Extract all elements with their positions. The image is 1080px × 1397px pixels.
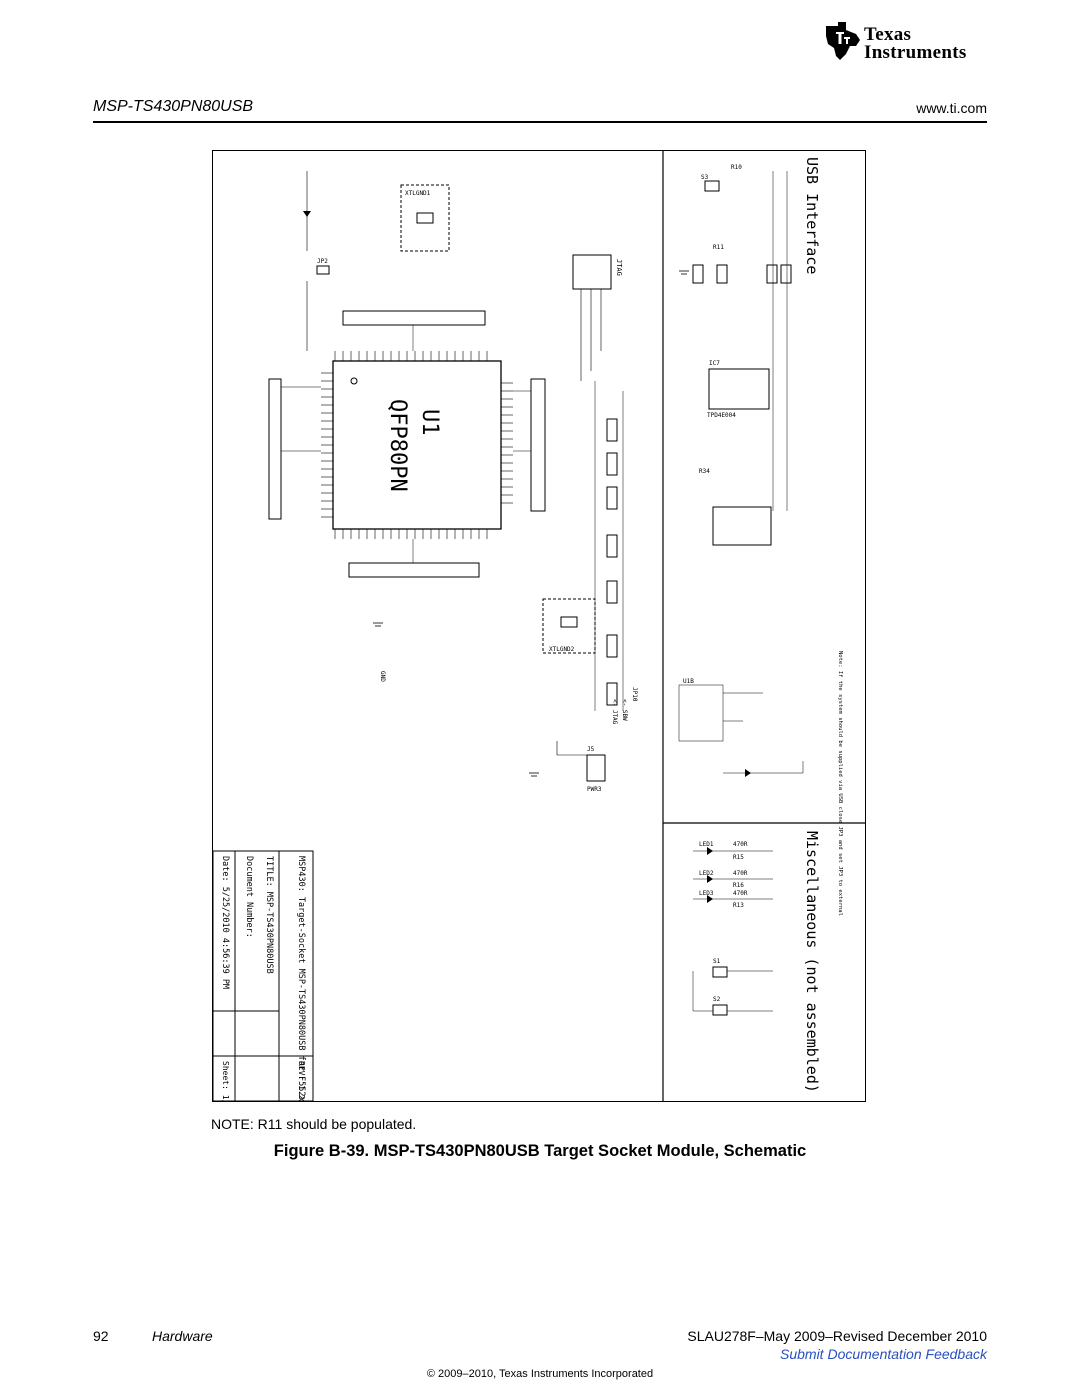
led2-label: LED2 — [699, 870, 714, 877]
title-block-rev: REV: 1.2 — [297, 1061, 306, 1100]
led3-label: LED3 — [699, 890, 714, 897]
title-block-sheet: Sheet: 1/1 — [221, 1061, 230, 1101]
r15-label: R15 — [733, 854, 744, 861]
logo-line2: Instruments — [864, 42, 967, 63]
r34-label: R34 — [699, 468, 710, 475]
logo-line1: Texas — [864, 24, 912, 45]
copyright: © 2009–2010, Texas Instruments Incorpora… — [426, 1368, 654, 1380]
schematic-note: NOTE: R11 should be populated. — [211, 1116, 417, 1132]
switch-group: S1 S2 — [692, 958, 773, 1016]
header-j2 — [268, 378, 282, 520]
jtag-connector — [572, 254, 612, 290]
header-j3 — [348, 562, 480, 578]
xtl2-box — [542, 598, 596, 654]
xtl1-box — [400, 184, 450, 252]
j5-connector — [586, 754, 606, 782]
usb-connector — [712, 506, 772, 546]
header-rule — [93, 121, 987, 123]
led3-resistor: 470R — [733, 890, 748, 897]
u1-label: U1 — [417, 409, 442, 436]
s3-switch — [704, 180, 720, 192]
led-group: LED1 470R R15 LED2 470R R16 LED3 470R R1… — [693, 841, 773, 909]
s3-label: S3 — [701, 174, 709, 181]
ic7-label: IC7 — [709, 360, 720, 367]
pwr-label: PWR3 — [587, 786, 602, 793]
title-block-docnum: Document Number: — [244, 856, 254, 938]
misc-section-title: Miscellaneous (not assembled) — [803, 831, 821, 1093]
jumper-column — [606, 418, 618, 706]
r16-label: R16 — [733, 882, 744, 889]
schematic-frame: U1 QFP80PN XTLGND1 XTLGND2 JTAG — [212, 150, 866, 1102]
figure-caption: Figure B-39. MSP-TS430PN80USB Target Soc… — [273, 1142, 807, 1160]
led1-label: LED1 — [699, 841, 714, 848]
tpd-label: TPD4E004 — [707, 412, 736, 419]
sbw-label: <- SBW — [621, 699, 628, 721]
logo-wordmark: Texas Instruments — [864, 24, 967, 63]
led1-resistor: 470R — [733, 841, 748, 848]
u1-pins — [321, 351, 513, 539]
header-j1 — [342, 310, 486, 326]
jp10-label: JP10 — [631, 687, 638, 702]
section-name: Hardware — [152, 1328, 213, 1344]
r11-label: R11 — [713, 244, 724, 251]
jp2-label: JP2 — [317, 258, 328, 265]
header-j4 — [530, 378, 546, 512]
jtag-label: JTAG — [615, 259, 623, 276]
gnd-label: GND — [379, 671, 386, 682]
feedback-link[interactable]: Submit Documentation Feedback — [780, 1346, 987, 1362]
ic7-tpd4e004 — [708, 368, 770, 410]
jtag-arrow-label: <- JTAG — [611, 699, 618, 725]
u1-package-label: QFP80PN — [385, 399, 410, 492]
usb-note: Note: If the system should be supplied v… — [837, 651, 843, 916]
site-url[interactable]: www.ti.com — [916, 100, 987, 116]
led2-resistor: 470R — [733, 870, 748, 877]
texas-state-icon — [826, 22, 860, 60]
title-block-date: Date: 5/25/2010 4:56:39 PM — [220, 856, 230, 989]
xtl2-label: XTLGND2 — [549, 646, 575, 653]
r10-label: R10 — [731, 164, 742, 171]
s1-label: S1 — [713, 958, 721, 965]
u1b-label: U1B — [683, 678, 694, 685]
doc-id: SLAU278F–May 2009–Revised December 2010 — [687, 1328, 987, 1344]
r13-label: R13 — [733, 902, 744, 909]
u1-ic-body — [332, 360, 502, 530]
gnd-symbols — [373, 270, 689, 777]
u1b-pins — [678, 684, 724, 742]
page-number: 92 — [93, 1328, 109, 1344]
schematic-drawing: U1 QFP80PN XTLGND1 XTLGND2 JTAG — [213, 151, 865, 1101]
ti-logo: Texas Instruments — [822, 20, 992, 66]
xtl1-label: XTLGND1 — [405, 190, 431, 197]
title-block-box — [213, 850, 314, 1101]
title-block-title: TITLE: MSP-TS430PN80USB — [264, 856, 274, 974]
title-block-name: MSP430: Target-Socket MSP-TS430PN80USB f… — [296, 856, 306, 1101]
usb-section-title: USB Interface — [803, 157, 821, 274]
s2-label: S2 — [713, 996, 721, 1003]
j5-label: J5 — [587, 746, 595, 753]
doc-title: MSP-TS430PN80USB — [93, 98, 254, 115]
